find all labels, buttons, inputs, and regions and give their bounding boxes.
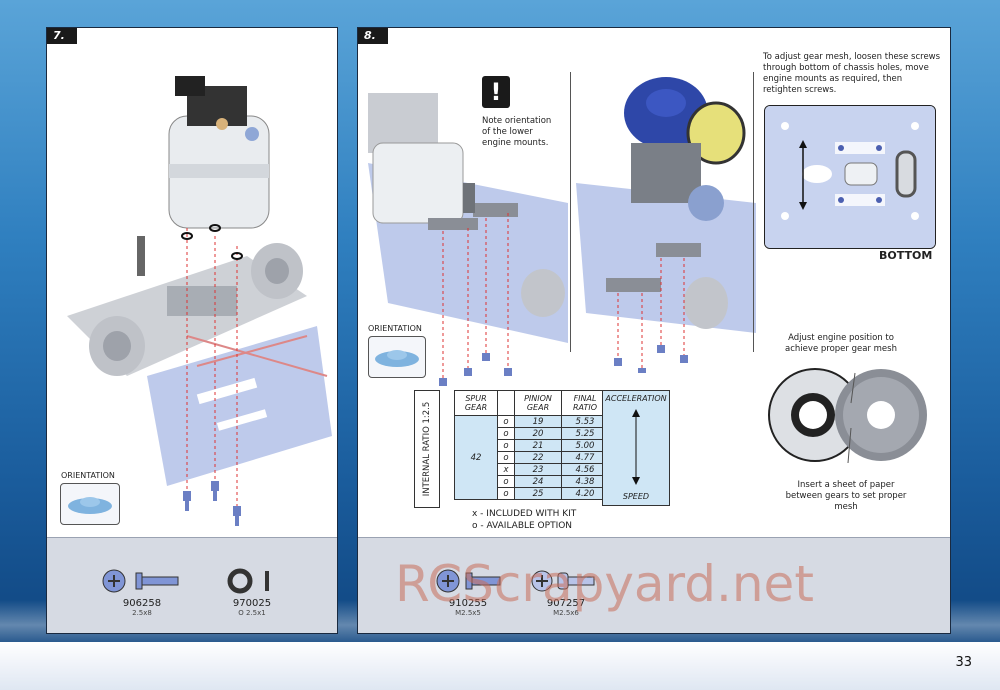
row-mark: o bbox=[497, 439, 515, 452]
part-size: M2.5x5 bbox=[455, 609, 481, 617]
warning-icon: ! bbox=[482, 76, 510, 108]
step-7-panel: 7. ORIENTATION bbox=[46, 27, 338, 634]
step-8-number: 8. bbox=[358, 28, 388, 44]
row-mark: o bbox=[497, 475, 515, 488]
part-size: 2.5x8 bbox=[132, 609, 152, 617]
row-mark: o bbox=[497, 487, 515, 500]
part-code: 910255 bbox=[448, 598, 488, 609]
row-pinion: 23 bbox=[514, 463, 562, 476]
table-row: o 21 5.00 bbox=[455, 439, 609, 452]
paper-gear-note: Insert a sheet of paper between gears to… bbox=[785, 480, 907, 512]
row-mark: o bbox=[497, 451, 515, 464]
gear-mesh-illustration bbox=[768, 368, 927, 464]
row-final: 4.38 bbox=[561, 475, 609, 488]
part-907257: 907257 M2.5x6 bbox=[526, 598, 606, 617]
internal-ratio-label: INTERNAL RATIO 1:2.5 bbox=[414, 390, 440, 508]
divider-line bbox=[753, 72, 754, 352]
table-row: o 22 4.77 bbox=[455, 451, 609, 464]
gear-position-note: Adjust engine position to achieve proper… bbox=[785, 333, 897, 354]
watermark: RCScrapyard.net bbox=[395, 555, 814, 613]
screw-910255-icon bbox=[436, 569, 501, 593]
orientation-car-icon bbox=[368, 336, 426, 378]
part-code: 906258 bbox=[122, 598, 162, 609]
step-8-orientation-label: ORIENTATION bbox=[368, 324, 422, 333]
part-code: 907257 bbox=[546, 598, 586, 609]
table-row: o 24 4.38 bbox=[455, 475, 609, 488]
row-pinion: 21 bbox=[514, 439, 562, 452]
row-mark: o bbox=[497, 427, 515, 440]
part-size: O 2.5x1 bbox=[238, 609, 266, 617]
header-pinion: PINION GEAR bbox=[514, 390, 562, 416]
step-8-parts-bar: 910255 M2.5x5 907257 M2.5x6 bbox=[358, 537, 950, 633]
chassis-bottom-inset bbox=[764, 105, 936, 249]
part-size: M2.5x6 bbox=[553, 609, 579, 617]
row-final: 5.25 bbox=[561, 427, 609, 440]
speed-label: SPEED bbox=[622, 492, 650, 501]
divider-line bbox=[570, 72, 571, 352]
row-pinion: 19 bbox=[514, 415, 562, 428]
row-final: 4.77 bbox=[561, 451, 609, 464]
part-906258: 906258 2.5x8 bbox=[97, 598, 187, 617]
acceleration-speed-box: ACCELERATION SPEED bbox=[602, 390, 670, 506]
table-row: o 25 4.20 bbox=[455, 487, 609, 500]
header-spur: SPUR GEAR bbox=[454, 390, 498, 416]
part-code: 970025 bbox=[232, 598, 272, 609]
step-8-engine-illustration bbox=[576, 77, 756, 373]
row-pinion: 22 bbox=[514, 451, 562, 464]
legend-option: o - AVAILABLE OPTION bbox=[472, 521, 573, 531]
row-pinion: 24 bbox=[514, 475, 562, 488]
table-row: 42 o 19 5.53 bbox=[454, 415, 609, 500]
row-mark: o bbox=[497, 415, 515, 428]
step-8-panel: 8. ! Note orientation of the lower engin… bbox=[357, 27, 951, 634]
gear-mesh-adjust-note: To adjust gear mesh, loosen these screws… bbox=[763, 52, 941, 95]
row-pinion: 20 bbox=[514, 427, 562, 440]
step-7-illustration bbox=[67, 76, 332, 526]
page-footer bbox=[0, 642, 1000, 690]
page-number: 33 bbox=[955, 655, 972, 670]
acceleration-label: ACCELERATION bbox=[605, 394, 667, 403]
screw-906258-icon bbox=[102, 569, 179, 593]
gear-ratio-table: SPUR GEAR PINION GEAR FINAL RATIO 42 o 1… bbox=[454, 390, 609, 500]
header-mark bbox=[497, 390, 515, 416]
screw-907257-icon bbox=[531, 570, 595, 592]
o-ring-970025-icon bbox=[227, 568, 269, 594]
row-mark: x bbox=[497, 463, 515, 476]
internal-ratio-text: INTERNAL RATIO 1:2.5 bbox=[422, 401, 432, 497]
row-final: 4.20 bbox=[561, 487, 609, 500]
bottom-view-label: BOTTOM bbox=[879, 249, 933, 262]
spur-value: 42 bbox=[454, 415, 498, 500]
part-970025: 970025 O 2.5x1 bbox=[207, 598, 297, 617]
table-row: o 20 5.25 bbox=[455, 427, 609, 440]
part-910255: 910255 M2.5x5 bbox=[428, 598, 508, 617]
legend-included: x - INCLUDED WITH KIT bbox=[472, 509, 577, 519]
step-7-number: 7. bbox=[47, 28, 77, 44]
orientation-car-icon bbox=[60, 483, 120, 525]
engine-mount-note: Note orientation of the lower engine mou… bbox=[482, 116, 552, 148]
step-7-orientation-label: ORIENTATION bbox=[61, 471, 115, 480]
double-arrow-icon bbox=[632, 409, 640, 485]
step-8-mounts-illustration bbox=[368, 93, 568, 386]
row-pinion: 25 bbox=[514, 487, 562, 500]
step-7-parts-bar: 906258 2.5x8 970025 O 2.5x1 bbox=[47, 537, 337, 633]
